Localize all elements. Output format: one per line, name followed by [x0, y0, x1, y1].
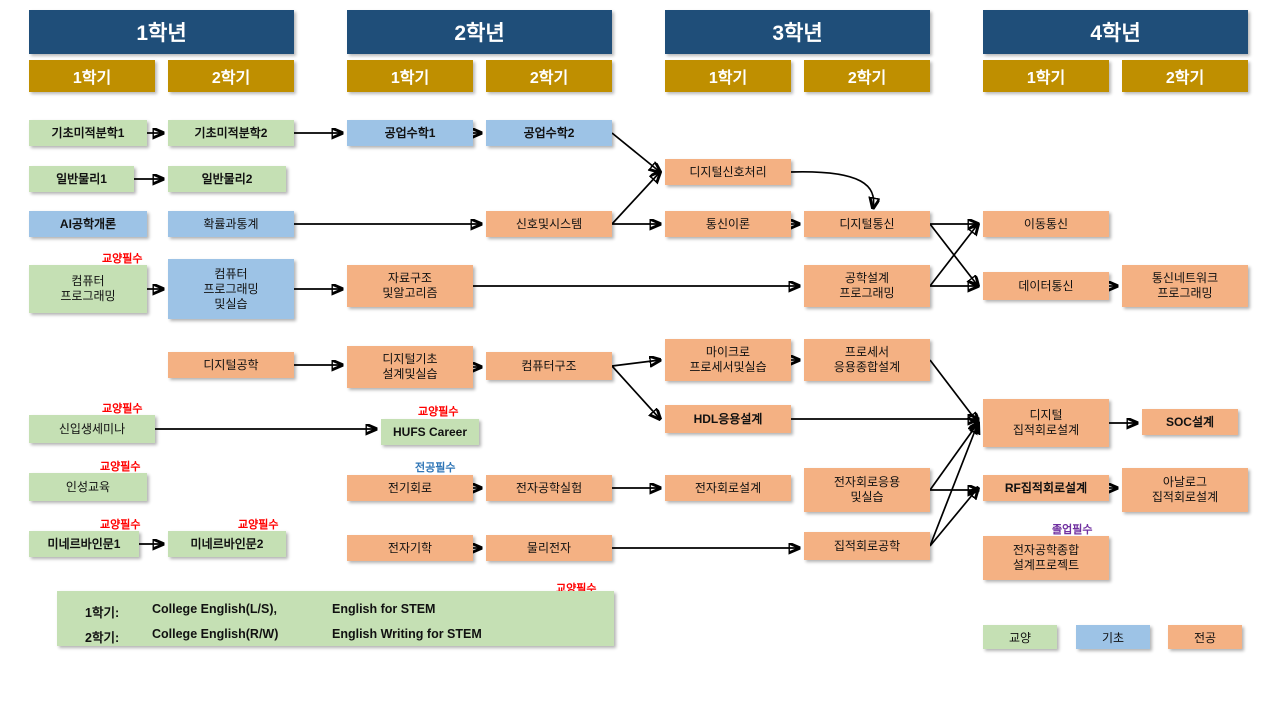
requirement-tag: 교양필수: [238, 519, 279, 531]
edge-comparch-to-micropro: [611, 360, 660, 366]
semester-header-1: 1학기: [29, 60, 155, 92]
course-node-mobile[interactable]: 이동통신: [983, 211, 1109, 237]
year-header-3: 3학년: [665, 10, 930, 54]
course-node-seminar[interactable]: 신입생세미나: [29, 415, 155, 443]
english-row-course-a: College English(R/W): [152, 627, 279, 641]
year-header-2: 2학년: [347, 10, 612, 54]
course-node-iceng[interactable]: 집적회로공학: [804, 532, 930, 560]
english-row-semester: 2학기:: [85, 631, 120, 645]
edge-iceng-to-digiic: [929, 423, 978, 547]
course-node-emfield[interactable]: 전자기학: [347, 535, 473, 561]
edge-engmath2-to-dsp: [611, 132, 660, 172]
course-node-eelab[interactable]: 전자공학실험: [486, 475, 612, 501]
english-requirement-box: [57, 591, 614, 646]
semester-header-2: 2학기: [168, 60, 294, 92]
course-node-sigsys[interactable]: 신호및시스템: [486, 211, 612, 237]
course-node-minerva1[interactable]: 미네르바인문1: [29, 531, 139, 557]
legend-item-1: 교양: [983, 625, 1057, 649]
semester-header-5: 1학기: [665, 60, 791, 92]
course-node-datacomm[interactable]: 데이터통신: [983, 272, 1109, 300]
course-node-minerva2[interactable]: 미네르바인문2: [168, 531, 286, 557]
course-node-aiintro[interactable]: AI공학개론: [29, 211, 147, 237]
course-node-probstat[interactable]: 확률과통계: [168, 211, 294, 237]
course-node-rfic[interactable]: RF집적회로설계: [983, 475, 1109, 501]
course-node-dsp[interactable]: 디지털신호처리: [665, 159, 791, 185]
english-row-course-b: English Writing for STEM: [332, 627, 482, 641]
legend-item-3: 전공: [1168, 625, 1242, 649]
edge-dsp-to-digicomm: [790, 171, 874, 208]
edge-ecapp-to-digiic: [929, 423, 978, 491]
course-node-soc[interactable]: SOC설계: [1142, 409, 1238, 435]
course-node-hufs[interactable]: HUFS Career: [381, 419, 479, 445]
edge-sigsys-to-dsp: [611, 172, 660, 225]
course-node-physelec[interactable]: 물리전자: [486, 535, 612, 561]
course-node-engmath1[interactable]: 공업수학1: [347, 120, 473, 146]
requirement-tag: 전공필수: [415, 462, 456, 474]
course-node-digieng[interactable]: 디지털공학: [168, 352, 294, 378]
legend-item-2: 기초: [1076, 625, 1150, 649]
edge-iceng-to-rfic: [929, 488, 978, 547]
course-node-calc1[interactable]: 기초미적분학1: [29, 120, 147, 146]
semester-header-4: 2학기: [486, 60, 612, 92]
semester-header-6: 2학기: [804, 60, 930, 92]
semester-header-3: 1학기: [347, 60, 473, 92]
requirement-tag: 교양필수: [102, 403, 143, 415]
requirement-tag: 교양필수: [102, 253, 143, 265]
course-node-digicomm[interactable]: 디지털통신: [804, 211, 930, 237]
requirement-tag: 교양필수: [100, 519, 141, 531]
course-node-calc2[interactable]: 기초미적분학2: [168, 120, 294, 146]
requirement-tag: 교양필수: [418, 406, 459, 418]
course-node-character[interactable]: 인성교육: [29, 473, 147, 501]
course-node-engmath2[interactable]: 공업수학2: [486, 120, 612, 146]
edge-digicomm-to-datacomm: [929, 223, 978, 286]
english-row-course-a: College English(L/S),: [152, 602, 278, 616]
semester-header-7: 1학기: [983, 60, 1109, 92]
course-node-elcircuit[interactable]: 전기회로: [347, 475, 473, 501]
requirement-tag: 교양필수: [100, 461, 141, 473]
year-header-4: 4학년: [983, 10, 1248, 54]
english-row-semester: 1학기:: [85, 606, 120, 620]
course-node-comparch[interactable]: 컴퓨터구조: [486, 352, 612, 380]
course-node-ecdesign[interactable]: 전자회로설계: [665, 475, 791, 501]
semester-header-8: 2학기: [1122, 60, 1248, 92]
course-node-phys1[interactable]: 일반물리1: [29, 166, 134, 192]
course-node-commtheo[interactable]: 통신이론: [665, 211, 791, 237]
edge-procdes-to-digiic: [929, 359, 978, 423]
english-row-course-b: English for STEM: [332, 602, 436, 616]
requirement-tag: 졸업필수: [1052, 524, 1093, 536]
edge-comparch-to-hdl: [611, 365, 660, 419]
edge-engdesign-to-mobile: [929, 224, 978, 287]
year-header-1: 1학년: [29, 10, 294, 54]
course-node-hdl[interactable]: HDL응용설계: [665, 405, 791, 433]
course-node-phys2[interactable]: 일반물리2: [168, 166, 286, 192]
